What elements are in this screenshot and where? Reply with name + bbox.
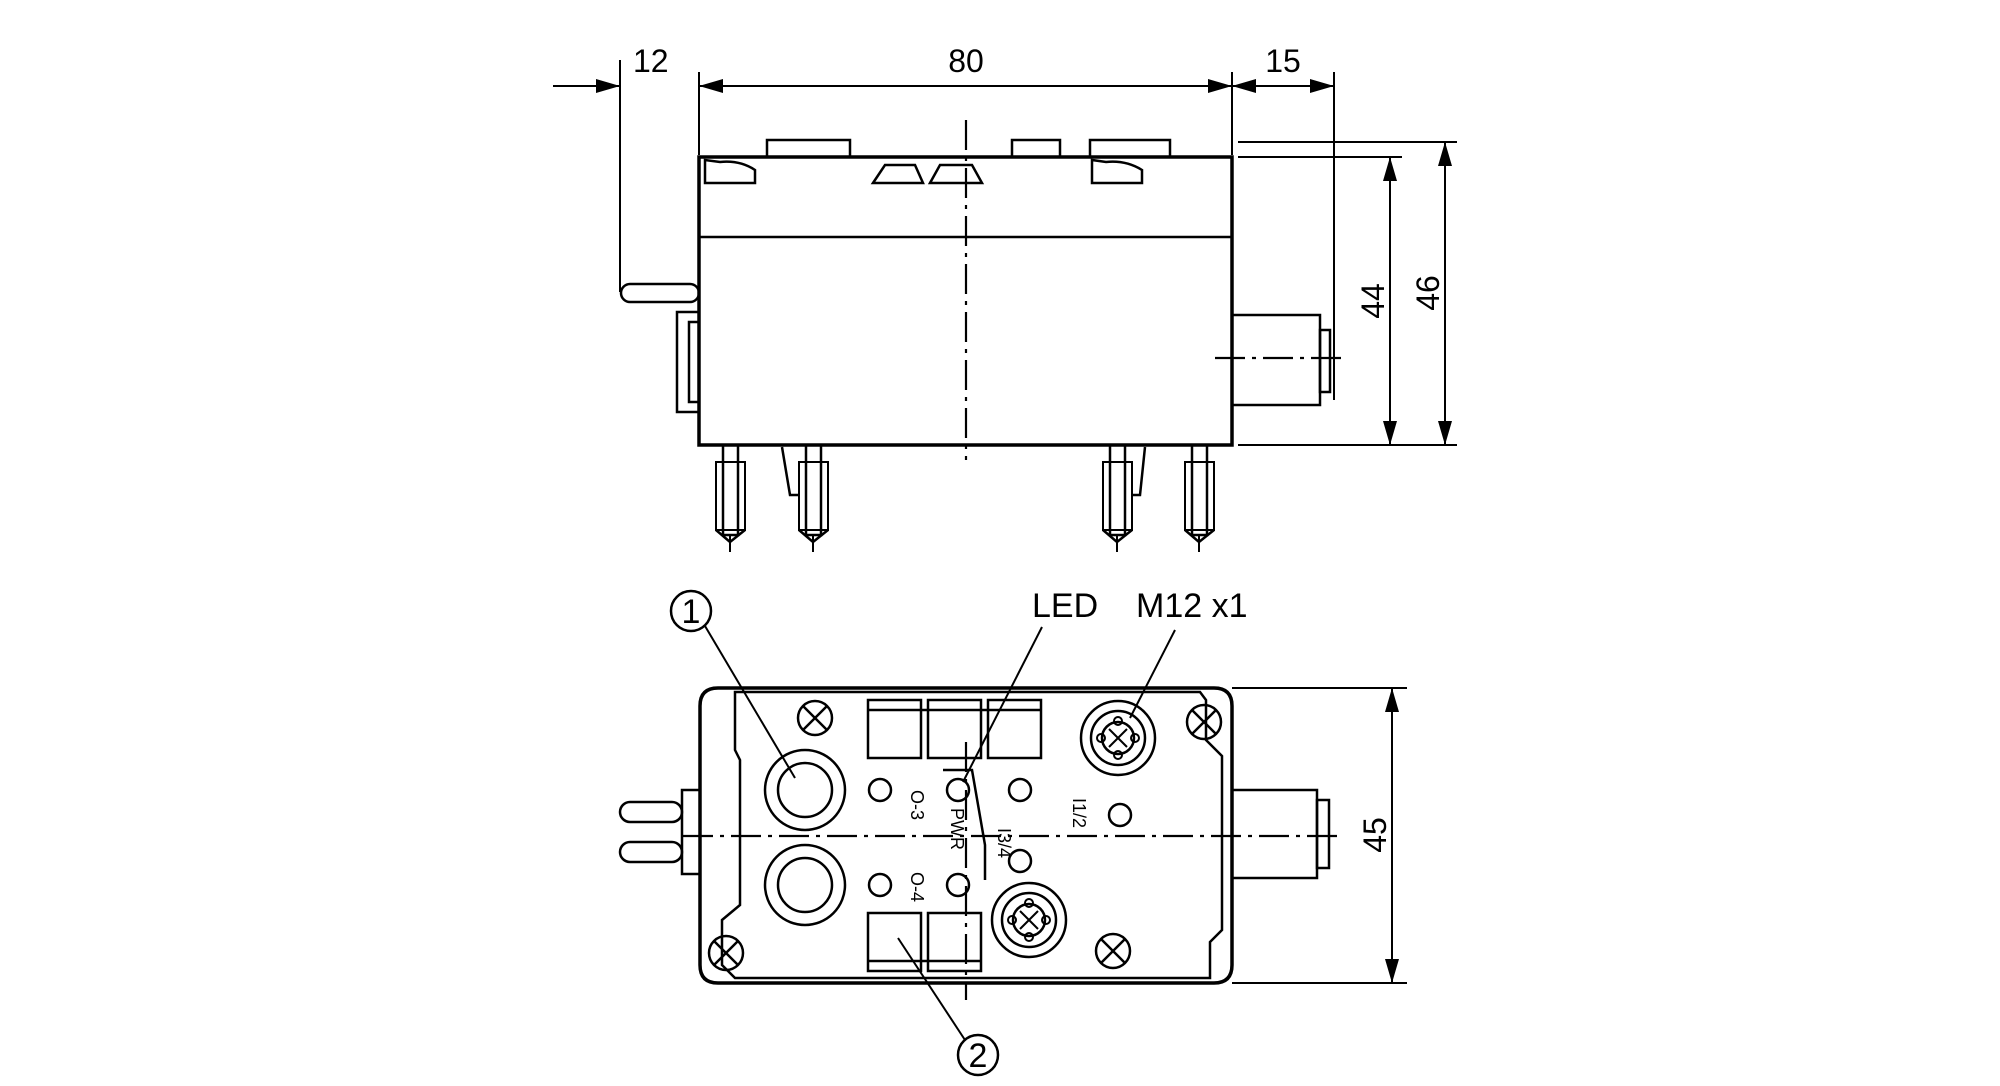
corner-screws [707,699,1223,972]
marking-o4: O-4 [907,872,927,902]
dimension-15: 15 [1232,43,1335,400]
top-view: O-3 O-4 PWR I3/4 I1/2 1 2 LED M12 x1 [618,587,1407,1077]
callout-m12-label: M12 x1 [1136,587,1248,625]
dimension-80: 80 [698,43,1233,155]
callout-1-label: 1 [682,593,701,631]
callout-2: 2 [897,937,1000,1077]
dimension-44-label: 44 [1355,283,1391,319]
dimension-12-label: 12 [633,43,669,79]
mounting-pins [715,443,1215,552]
dimension-80-label: 80 [948,43,984,79]
callout-1: 1 [669,589,796,779]
dimension-44: 44 [1238,156,1457,446]
m12-socket-lower [990,881,1068,959]
dimension-46: 46 [1238,141,1457,445]
dimension-12: 12 [553,43,669,292]
m12-socket-upper [1079,699,1157,777]
marking-i34: I3/4 [994,828,1014,858]
status-leds [867,777,1133,898]
dimension-45: 45 [1232,687,1407,984]
marking-i12: I1/2 [1069,798,1089,828]
valve-blocks-bottom [866,911,983,973]
dimension-46-label: 46 [1410,275,1446,311]
callout-m12: M12 x1 [1129,587,1248,719]
callout-led: LED [962,587,1098,783]
valve-blocks-top [866,698,1043,760]
dimension-45-label: 45 [1357,817,1393,853]
side-view: 12 80 15 44 [553,43,1457,552]
callout-led-label: LED [1032,587,1098,625]
marking-o3: O-3 [907,790,927,820]
pneumatic-ports [763,748,847,927]
callout-2-label: 2 [969,1037,988,1075]
marking-pwr: PWR [947,808,967,850]
dimension-15-label: 15 [1265,43,1301,79]
